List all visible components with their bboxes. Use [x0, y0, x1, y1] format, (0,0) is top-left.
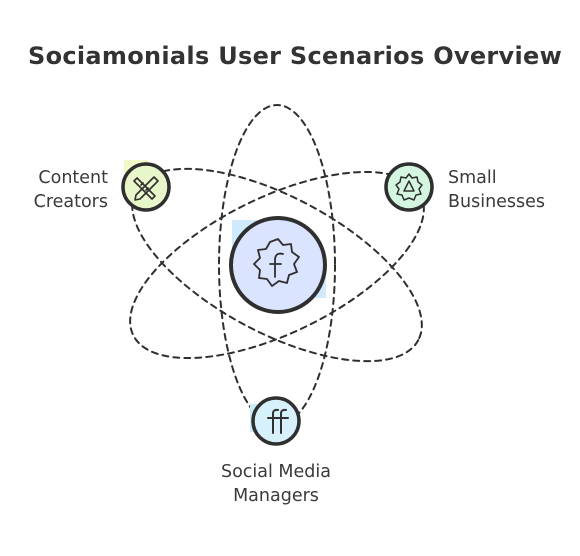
label-content-creators: Content Creators	[18, 166, 108, 214]
facebook-icon	[253, 238, 300, 287]
label-line: Small	[448, 168, 497, 188]
gear-badge-icon	[395, 173, 423, 201]
node-circle	[251, 396, 301, 446]
label-social-media-managers: Social Media Managers	[196, 460, 356, 508]
center-node	[229, 216, 327, 314]
page-title: Sociamonials User Scenarios Overview	[28, 42, 563, 70]
ff-ligature-icon	[267, 408, 289, 434]
label-line: Managers	[233, 486, 319, 506]
node-small-businesses[interactable]	[384, 162, 434, 212]
node-content-creators[interactable]	[121, 160, 171, 212]
label-small-businesses: Small Businesses	[448, 166, 568, 214]
orbit-diagonal-left	[131, 167, 423, 363]
center-node-circle	[229, 216, 327, 314]
pencil-ruler-icon	[133, 176, 159, 201]
label-line: Social Media	[220, 462, 331, 482]
node-circle	[384, 162, 434, 212]
label-line: Creators	[33, 192, 108, 212]
label-line: Content	[38, 168, 108, 188]
node-social-media-managers[interactable]	[250, 396, 301, 446]
label-line: Businesses	[448, 192, 546, 212]
